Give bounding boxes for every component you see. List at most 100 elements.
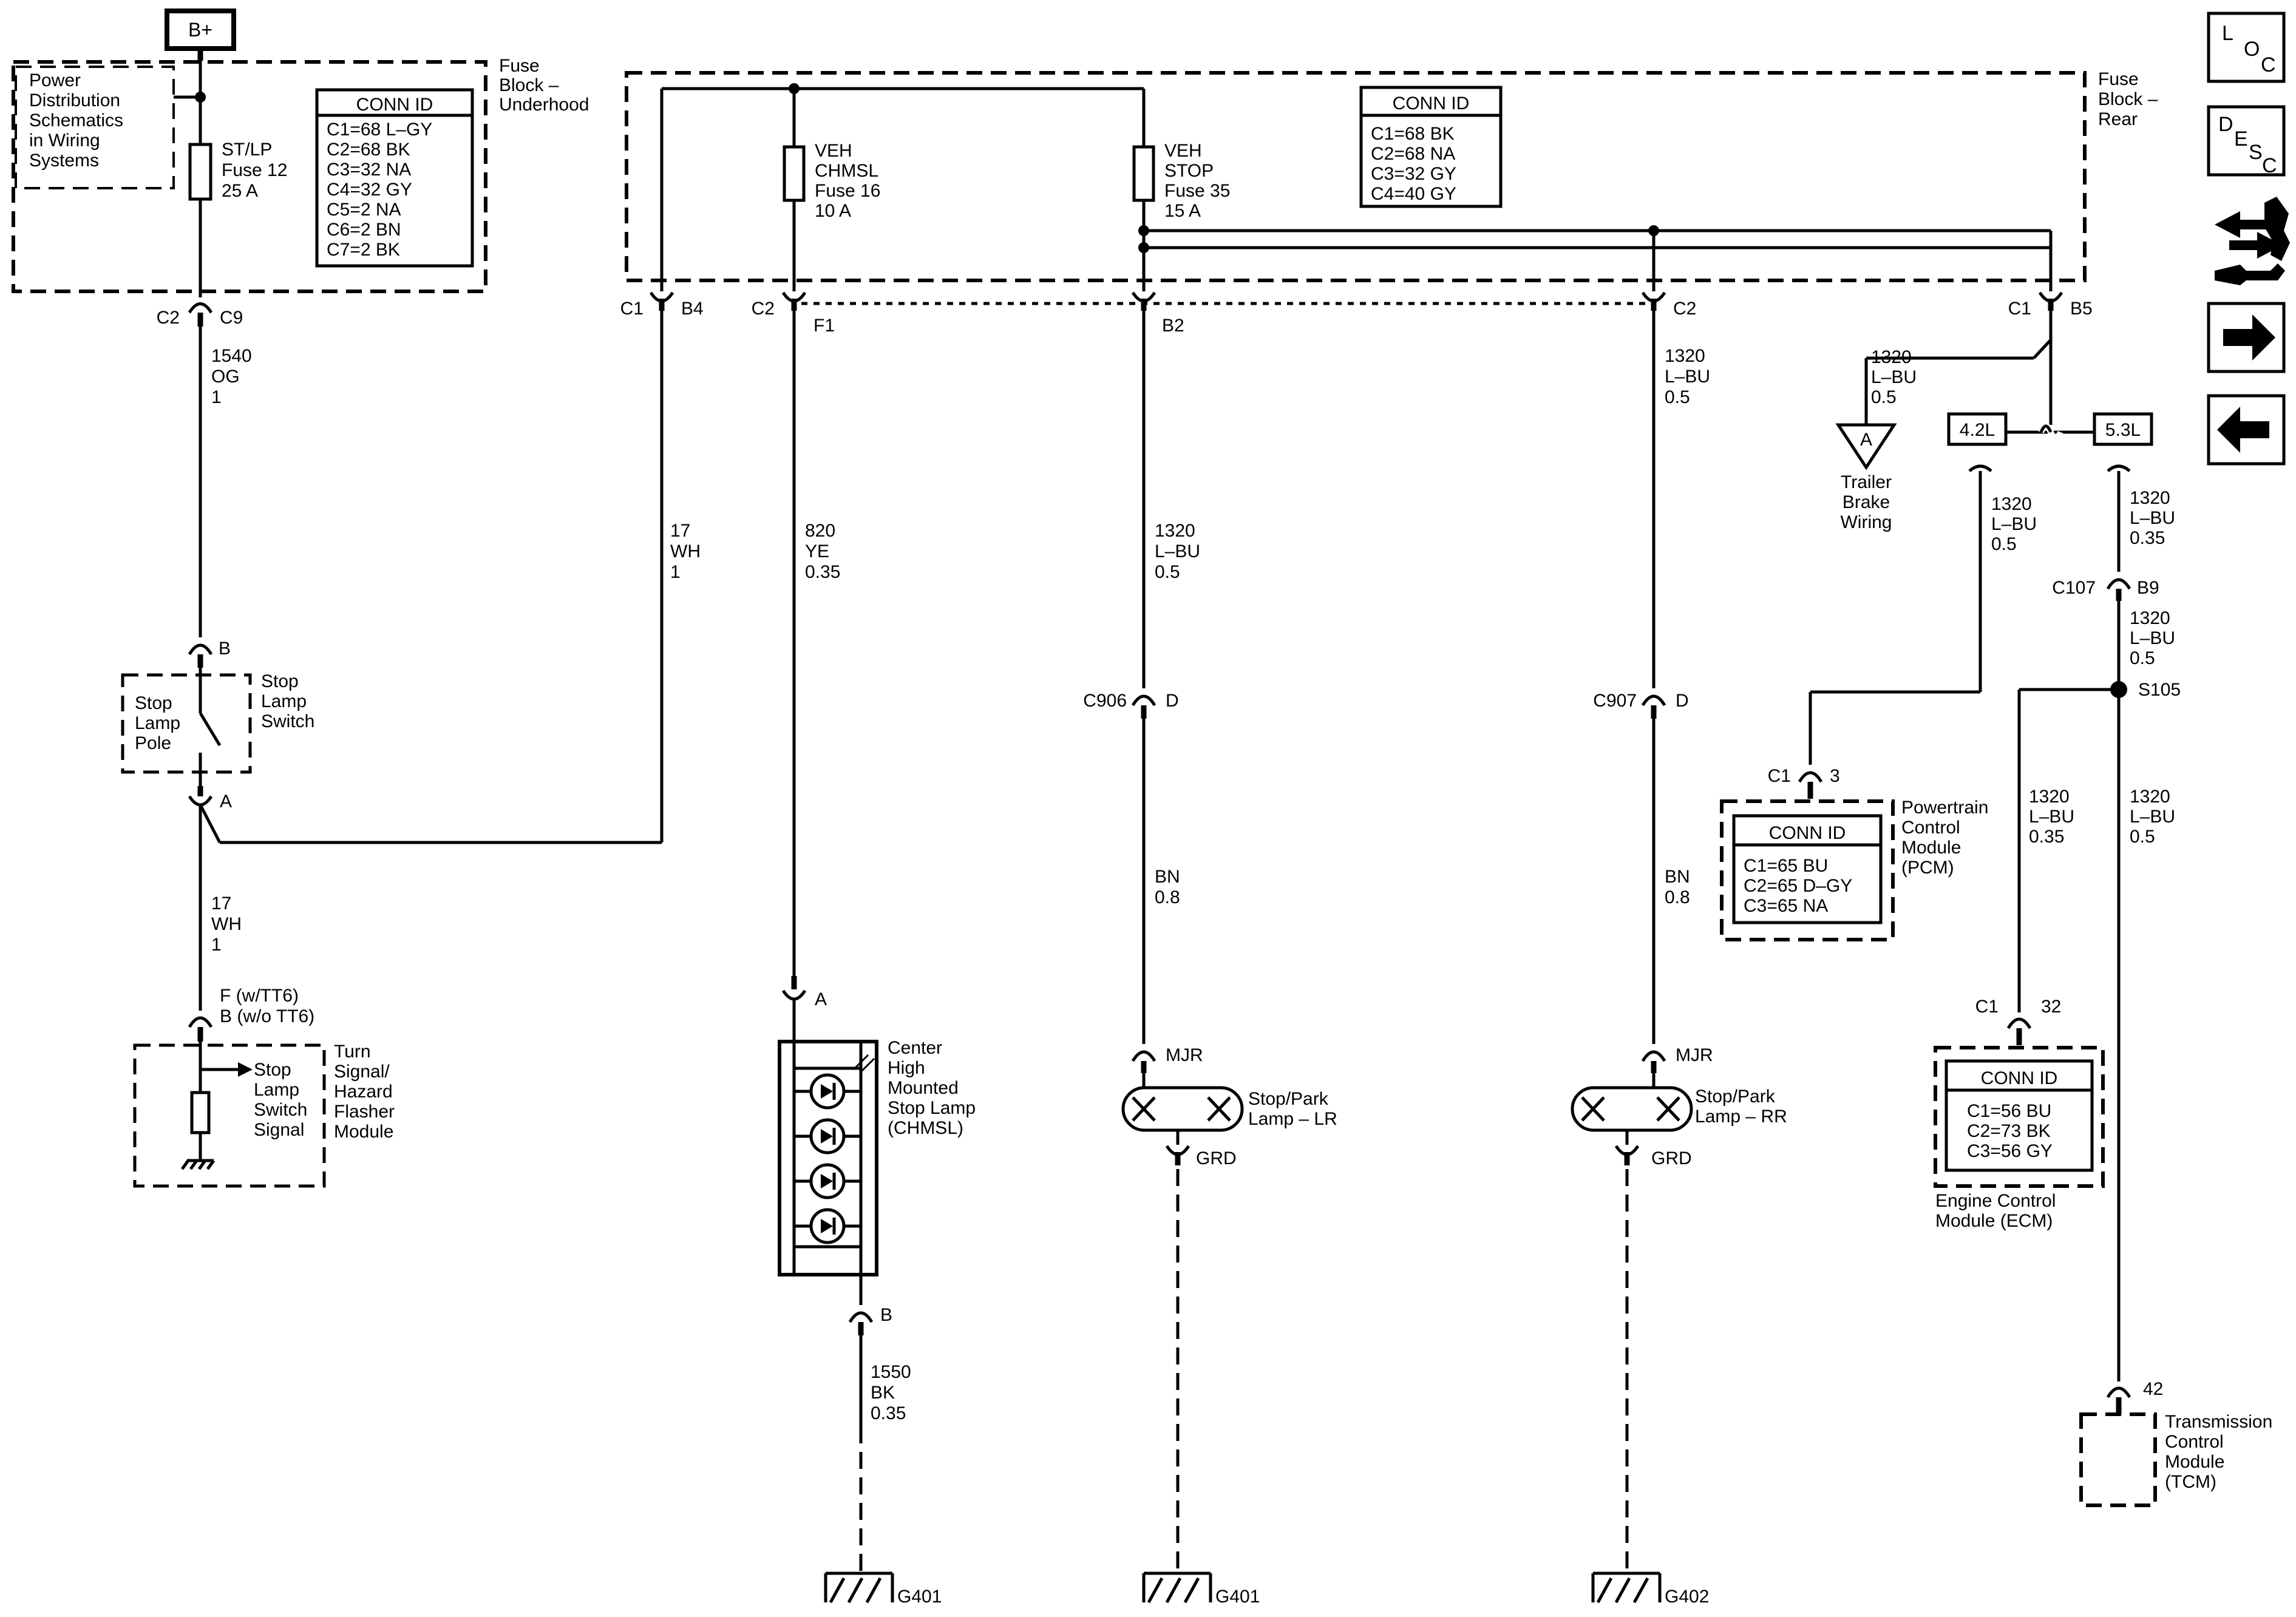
trailer-label-2: Brake — [1843, 492, 1890, 512]
chmsl-label-4: Stop Lamp — [888, 1098, 976, 1118]
fuse-block-underhood: Fuse Block – Underhood Power Distributio… — [12, 56, 589, 293]
chmsl-label-3: Mounted — [888, 1078, 959, 1098]
wire-1320-42-1: 1320 — [1991, 494, 2032, 514]
pcm-conn-title: CONN ID — [1769, 823, 1846, 843]
option-4-2l-label: 4.2L — [1960, 420, 1995, 440]
option-5-3l-label: 5.3L — [2105, 420, 2141, 440]
connector-c2-c9: C2 C9 — [157, 302, 243, 328]
wire-trailer-2: L–BU — [1871, 367, 1917, 387]
wire-1320-ecm-2: L–BU — [2029, 807, 2074, 827]
previous-page-button[interactable] — [2207, 394, 2286, 466]
switch-label-2: Lamp — [261, 691, 307, 711]
fuse-st-lp-3: 25 A — [222, 181, 258, 201]
wire-1320-lr-1: 1320 — [1155, 521, 1195, 541]
fuse-veh-chmsl — [783, 145, 806, 202]
chmsl-label-2: High — [888, 1058, 925, 1078]
description-button[interactable]: D E S C — [2207, 105, 2286, 177]
fuse-chmsl-1: VEH — [815, 141, 852, 161]
option-5-3l: 5.3L — [2093, 412, 2153, 446]
wire-1540-2: OG — [211, 367, 240, 387]
wire-1320-lr-2: L–BU — [1155, 541, 1200, 561]
led-3-icon — [794, 1163, 861, 1199]
loc-letter-l: L — [2222, 22, 2233, 45]
chmsl-label-5: (CHMSL) — [888, 1118, 963, 1138]
tcm-label-2: Control — [2165, 1432, 2224, 1452]
wire-1550-3: 0.35 — [871, 1403, 906, 1423]
wire-820-1: 820 — [805, 521, 835, 541]
conn-c9-label: C9 — [220, 308, 243, 328]
power-dist-note-1: Power — [29, 70, 81, 90]
flasher-signal-4: Signal — [254, 1120, 304, 1140]
turn-signal-flasher-module: F (w/TT6) B (w/o TT6) Stop Lamp Switch S… — [133, 986, 395, 1188]
wire-1320-53-2: L–BU — [2130, 508, 2175, 528]
tcm-module: 42 Transmission Control Module (TCM) — [2079, 1379, 2272, 1507]
ecm-label-1: Engine Control — [1935, 1191, 2056, 1211]
trailer-brake-ref: A Trailer Brake Wiring — [1835, 423, 1897, 532]
trailer-label-1: Trailer — [1841, 472, 1892, 492]
ecm-conn-3: C3=56 GY — [1967, 1141, 2053, 1161]
underhood-conn-3: C3=32 NA — [327, 160, 411, 180]
ecm-conn-title: CONN ID — [1981, 1068, 2058, 1088]
connector-c907: C907 D — [1593, 691, 1689, 719]
wire-trailer-3: 0.5 — [1871, 387, 1897, 407]
ecm-module: C1 32 CONN ID C1=56 BU C2=73 BK C3=56 GY… — [1934, 997, 2105, 1231]
wire-820-3: 0.35 — [805, 562, 840, 582]
fuse-st-lp — [188, 143, 212, 201]
wire-17b-1: 17 — [211, 893, 231, 914]
tcm-label-1: Transmission — [2165, 1412, 2272, 1432]
underhood-title-1: Fuse — [499, 56, 540, 76]
arrow-right-icon — [2223, 314, 2275, 361]
wire-bn-rr-1: BN — [1665, 867, 1690, 887]
power-dist-note-4: in Wiring — [29, 131, 100, 151]
wire-bn-rr-2: 0.8 — [1665, 887, 1690, 907]
led-2-icon — [794, 1118, 861, 1154]
ground-g402-icon — [1591, 1571, 1662, 1604]
location-button[interactable]: L O C — [2207, 12, 2286, 83]
switch-pin-a: A — [220, 792, 232, 812]
led-1-icon — [794, 1073, 861, 1110]
flasher-label-4: Flasher — [334, 1102, 395, 1122]
switch-pin-b: B — [219, 639, 231, 659]
flasher-label-5: Module — [334, 1122, 393, 1142]
ecm-conn-2: C2=73 BK — [1967, 1121, 2051, 1141]
rear-c2-f1-conn: C2 — [752, 299, 775, 319]
wire-1320-53-1: 1320 — [2130, 488, 2170, 508]
ecm-conn: C1 — [1975, 997, 1999, 1017]
rear-c2-f1-pin: F1 — [813, 316, 835, 336]
connector-repair-icon[interactable] — [2215, 197, 2290, 285]
lamp-rr-mjr: MJR — [1676, 1045, 1713, 1065]
switch-label-3: Switch — [261, 711, 314, 731]
flasher-signal-2: Lamp — [254, 1080, 299, 1100]
wire-1320-b9-1: 1320 — [2130, 608, 2170, 628]
underhood-conn-6: C6=2 BN — [327, 220, 401, 240]
wire-1320-42-2: L–BU — [1991, 514, 2037, 534]
pcm-label-4: (PCM) — [1901, 858, 1954, 878]
flasher-pin-2: B (w/o TT6) — [220, 1006, 314, 1026]
rear-conn-id-box — [1359, 86, 1503, 208]
lamp-lr-label-2: Lamp – LR — [1248, 1109, 1337, 1129]
wire-bn-lr-1: BN — [1155, 867, 1180, 887]
chmsl-pin-b: B — [880, 1305, 892, 1325]
rear-c1-b5-pin: B5 — [2070, 299, 2093, 319]
underhood-title-3: Underhood — [499, 95, 589, 115]
splice-s105-label: S105 — [2138, 680, 2181, 700]
rear-c1-b4-pin: B4 — [681, 299, 704, 319]
loc-letter-c: C — [2261, 53, 2276, 76]
underhood-conn-1: C1=68 L–GY — [327, 120, 432, 140]
next-page-button[interactable] — [2207, 302, 2286, 373]
wire-17a-2: WH — [670, 541, 701, 561]
flasher-pin-1: F (w/TT6) — [220, 986, 299, 1006]
connector-c906: C906 D — [1083, 691, 1179, 719]
c906-pin: D — [1166, 691, 1179, 711]
pcm-pin: 3 — [1830, 766, 1840, 786]
wire-1320-42-3: 0.5 — [1991, 534, 2017, 554]
fuse-st-lp-1: ST/LP — [222, 140, 272, 160]
wire-1320-rr-3: 0.5 — [1665, 387, 1690, 407]
flasher-signal-1: Stop — [254, 1060, 291, 1080]
lamp-lr-label-1: Stop/Park — [1248, 1089, 1329, 1109]
wire-1320-b9-3: 0.5 — [2130, 648, 2155, 668]
wire-1320-53-3: 0.35 — [2130, 528, 2165, 548]
desc-letter-c: C — [2262, 154, 2277, 177]
lamp-lr-mjr: MJR — [1166, 1045, 1203, 1065]
